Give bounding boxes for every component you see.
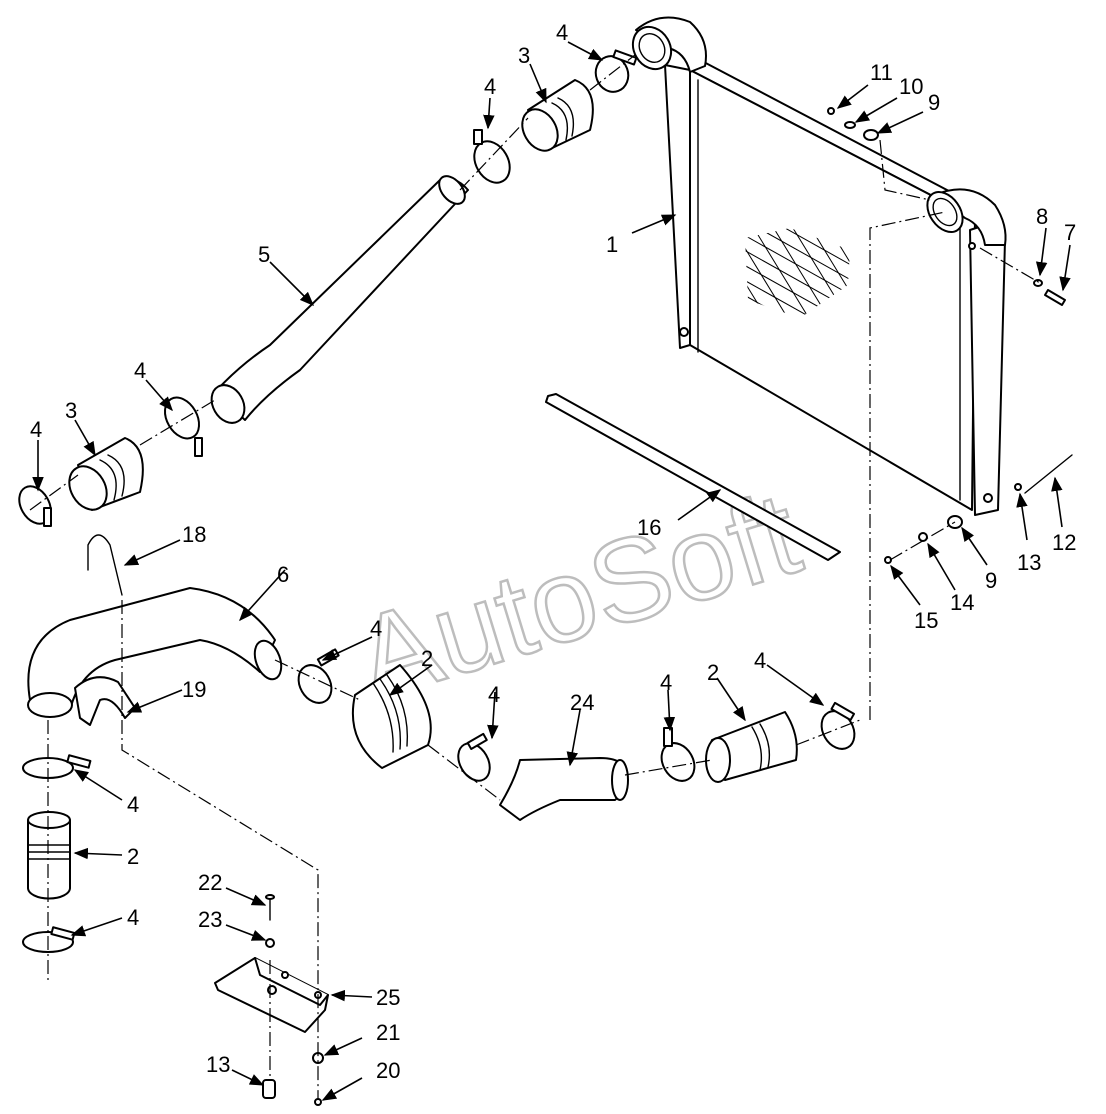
callout-4-lower-b: 4 bbox=[127, 905, 139, 930]
bolt-7 bbox=[1044, 289, 1066, 306]
callout-4-upper: 4 bbox=[484, 74, 496, 99]
charge-air-pipe-short bbox=[499, 757, 627, 821]
washer-13-upper bbox=[1014, 483, 1022, 491]
callout-7: 7 bbox=[1064, 220, 1076, 245]
bolt-22 bbox=[265, 894, 275, 921]
hose-clamp-left-end bbox=[18, 485, 52, 527]
callout-9-lower: 9 bbox=[985, 568, 997, 593]
hose-clamp-center bbox=[457, 732, 491, 782]
hose-clamp-right-center bbox=[660, 727, 696, 782]
callout-25: 25 bbox=[376, 985, 400, 1010]
callout-leaders bbox=[32, 41, 1071, 1101]
hose-clamp-right bbox=[820, 701, 856, 750]
charge-air-pipe-upper bbox=[214, 177, 469, 421]
hose-connector-left bbox=[68, 437, 144, 511]
callout-13-lower: 13 bbox=[206, 1052, 230, 1077]
callout-6: 6 bbox=[277, 562, 289, 587]
callout-24: 24 bbox=[570, 690, 594, 715]
callout-labels: 1 4 3 4 5 4 3 4 18 6 19 4 2 4 24 4 2 4 4… bbox=[30, 20, 1076, 1083]
hose-connector-right bbox=[705, 711, 798, 783]
callout-2-front: 2 bbox=[421, 646, 433, 671]
assembly-centerlines bbox=[29, 54, 1041, 1100]
callout-4-right: 4 bbox=[754, 648, 766, 673]
u-bolt bbox=[87, 534, 123, 596]
hose-clamp-lower-a bbox=[22, 754, 92, 779]
hose-connector-top bbox=[521, 79, 594, 152]
callout-4-top: 4 bbox=[556, 20, 568, 45]
callout-2-right: 2 bbox=[707, 660, 719, 685]
callout-14: 14 bbox=[950, 590, 974, 615]
callout-3-left: 3 bbox=[65, 398, 77, 423]
mounting-bar bbox=[545, 393, 841, 561]
hose-clamp-top bbox=[594, 49, 638, 93]
washer-23 bbox=[265, 938, 275, 948]
hose-clamp-lower-b bbox=[22, 926, 76, 953]
callout-2-lower: 2 bbox=[127, 844, 139, 869]
callout-5: 5 bbox=[258, 242, 270, 267]
washer-14 bbox=[918, 532, 928, 542]
callout-9-upper: 9 bbox=[928, 90, 940, 115]
callout-13-upper: 13 bbox=[1017, 550, 1041, 575]
callout-4-lower-a: 4 bbox=[127, 792, 139, 817]
callout-15: 15 bbox=[914, 608, 938, 633]
charge-air-pipe-elbow bbox=[27, 587, 283, 726]
callout-19: 19 bbox=[182, 677, 206, 702]
callout-4-front: 4 bbox=[370, 616, 382, 641]
isolator-13-lower bbox=[262, 1079, 276, 1099]
callout-20: 20 bbox=[376, 1058, 400, 1083]
nut-11 bbox=[827, 107, 835, 115]
hose-clamp-left-middle bbox=[163, 396, 203, 457]
callout-1: 1 bbox=[606, 232, 618, 257]
hose-connector-lower bbox=[27, 811, 71, 900]
hose-clamp-front bbox=[297, 648, 340, 704]
callout-16: 16 bbox=[637, 515, 661, 540]
washer-10 bbox=[844, 121, 856, 129]
core-mesh-pattern bbox=[745, 228, 850, 318]
callout-10: 10 bbox=[899, 74, 923, 99]
washer-8 bbox=[1033, 279, 1043, 287]
hose-clamp-upper bbox=[473, 129, 511, 184]
callout-22: 22 bbox=[198, 870, 222, 895]
intercooler-core bbox=[631, 16, 1007, 516]
callout-4-left-middle: 4 bbox=[134, 358, 146, 383]
callout-11: 11 bbox=[870, 60, 893, 85]
callout-23: 23 bbox=[198, 907, 222, 932]
mounting-bracket bbox=[214, 957, 329, 1033]
isolator-9-upper bbox=[863, 129, 879, 141]
callout-18: 18 bbox=[182, 522, 206, 547]
callout-4-right-center: 4 bbox=[660, 670, 672, 695]
bolt-12 bbox=[1024, 454, 1073, 494]
callout-12: 12 bbox=[1052, 530, 1076, 555]
callout-3-top: 3 bbox=[518, 43, 530, 68]
callout-4-center: 4 bbox=[488, 682, 500, 707]
callout-21: 21 bbox=[376, 1020, 400, 1045]
callout-8: 8 bbox=[1036, 204, 1048, 229]
callout-4-left-end: 4 bbox=[30, 417, 42, 442]
